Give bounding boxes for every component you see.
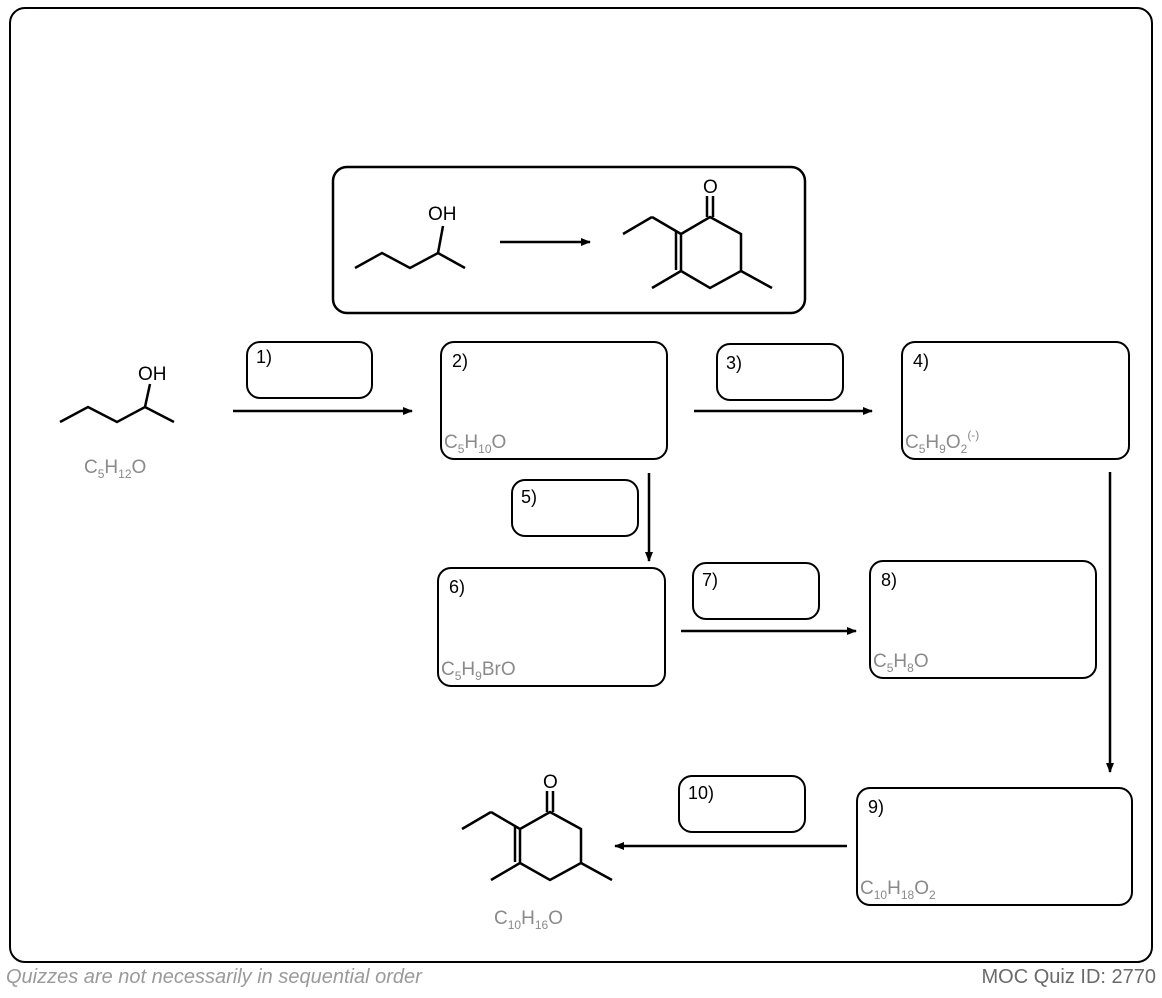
footer-note: Quizzes are not necessarily in sequentia… xyxy=(6,966,422,988)
start-formula: C5H12O xyxy=(84,457,147,481)
answer-box-4[interactable]: 4) C5H9O2(-) xyxy=(901,341,1130,460)
step-number-3: 3) xyxy=(726,353,743,373)
step-number-5: 5) xyxy=(521,487,538,507)
final-o-label: O xyxy=(543,772,558,793)
answer-box-2[interactable]: 2) C5H10O xyxy=(440,341,668,460)
formula-hint-8: C5H8O xyxy=(873,651,929,675)
overview-product-molecule xyxy=(622,196,773,290)
start-oh-label: OH xyxy=(138,364,167,385)
step-number-6: 6) xyxy=(449,577,466,597)
answer-box-7[interactable]: 7) xyxy=(692,562,820,620)
step-number-1: 1) xyxy=(256,347,273,367)
formula-hint-9: C10H18O2 xyxy=(860,878,936,902)
step-number-4: 4) xyxy=(913,351,930,371)
answer-box-10[interactable]: 10) xyxy=(678,775,806,833)
formula-hint-4: C5H9O2(-) xyxy=(905,428,980,456)
overview-o-label: O xyxy=(703,177,718,198)
answer-box-5[interactable]: 5) xyxy=(511,479,639,537)
final-product-molecule xyxy=(461,791,613,882)
step-number-2: 2) xyxy=(452,351,469,371)
final-formula: C10H16O xyxy=(494,908,563,932)
answer-box-9[interactable]: 9) C10H18O2 xyxy=(856,787,1133,906)
start-molecule xyxy=(59,383,175,424)
step-number-9: 9) xyxy=(868,797,885,817)
answer-box-8[interactable]: 8) C5H8O xyxy=(869,560,1097,679)
answer-box-1[interactable]: 1) xyxy=(246,341,373,399)
quiz-id: MOC Quiz ID: 2770 xyxy=(981,966,1156,988)
formula-hint-6: C5H9BrO xyxy=(441,659,516,683)
answer-box-6[interactable]: 6) C5H9BrO xyxy=(437,567,666,687)
overview-box xyxy=(331,165,807,315)
quiz-frame xyxy=(9,7,1153,963)
formula-hint-2: C5H10O xyxy=(444,432,507,456)
step-number-8: 8) xyxy=(881,570,898,590)
overview-start-molecule xyxy=(354,225,466,270)
answer-box-3[interactable]: 3) xyxy=(716,343,844,401)
overview-oh-label: OH xyxy=(428,204,457,225)
step-number-7: 7) xyxy=(702,570,719,590)
step-number-10: 10) xyxy=(688,783,715,803)
